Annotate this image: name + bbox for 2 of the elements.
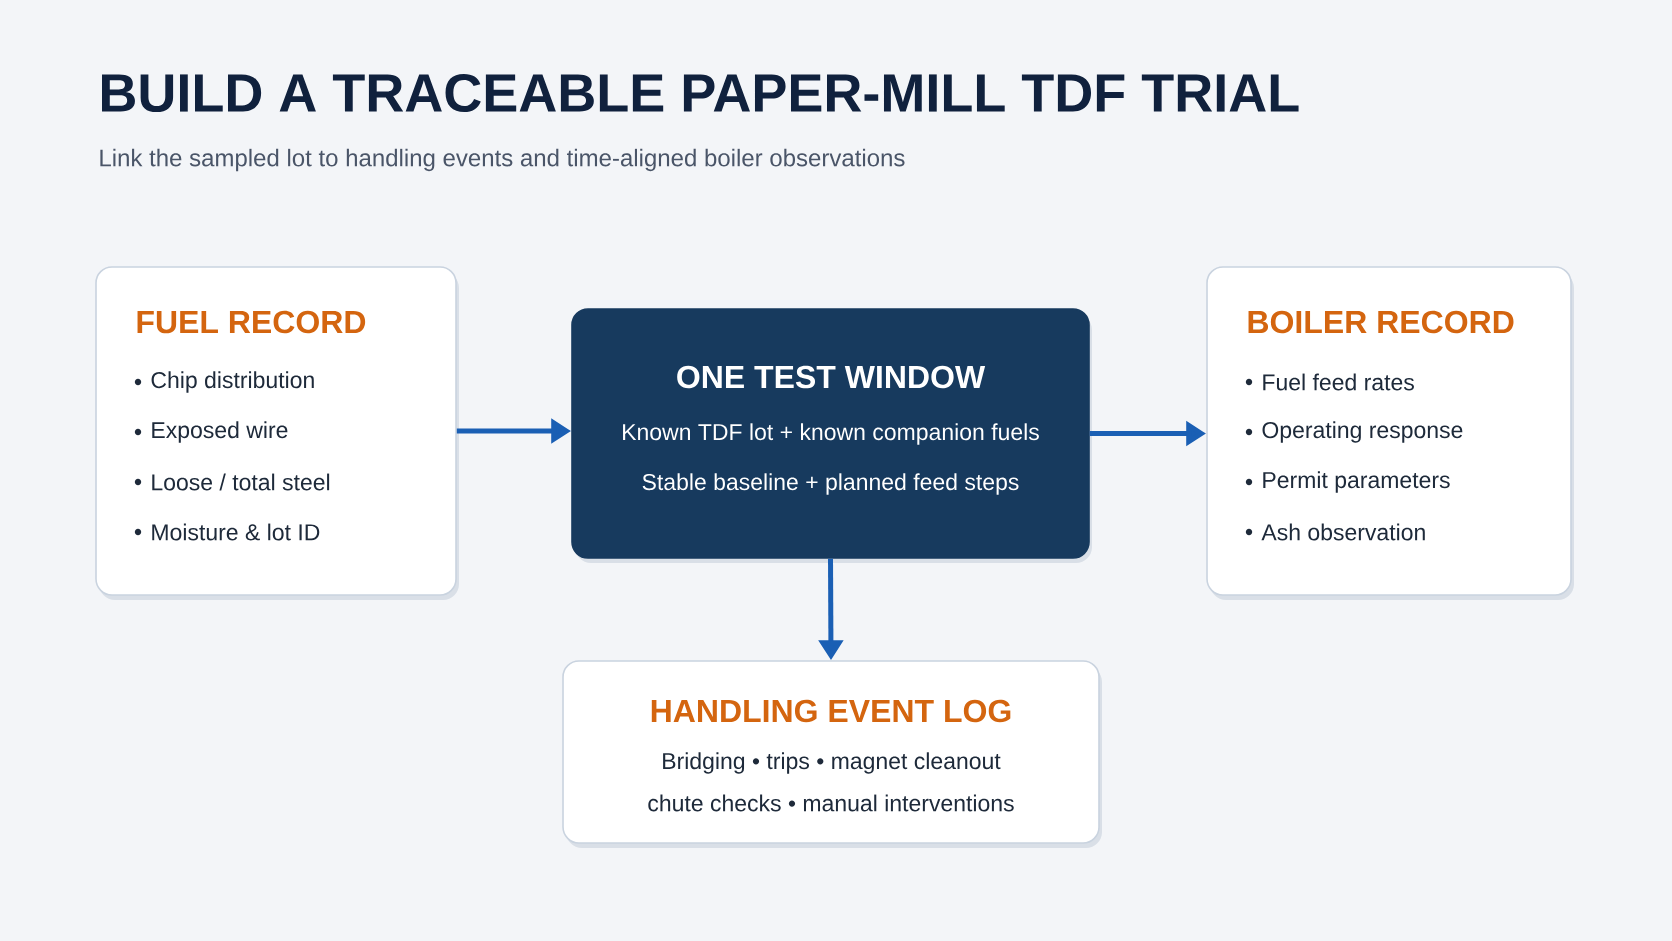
title: BUILD A TRACEABLE PAPER-MILL TDF TRIAL [102, 73, 1299, 113]
subtitle: Link the sampled lot to handling events and time-aligned boiler observations [100, 148, 905, 172]
